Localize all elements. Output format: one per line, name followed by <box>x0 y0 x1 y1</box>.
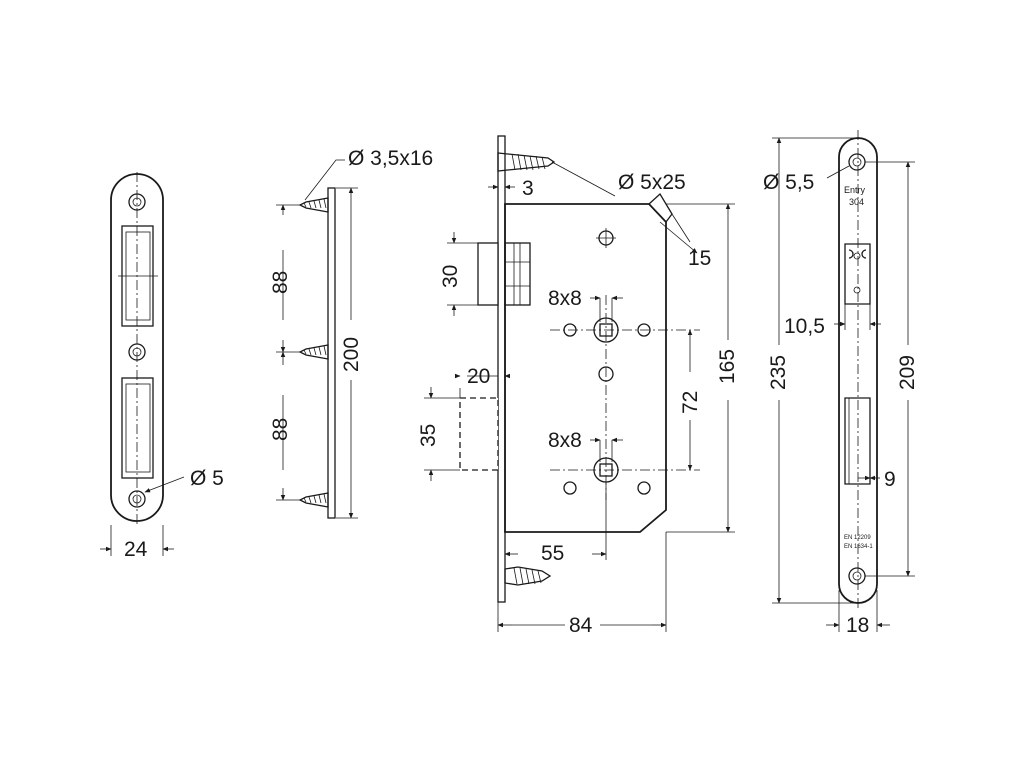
hole-spacing-label: 209 <box>896 354 919 390</box>
latch <box>477 242 499 306</box>
lock-screw-bottom <box>504 566 552 586</box>
faceplate-middle-hole <box>128 343 146 361</box>
lower-spacing-label: 88 <box>269 417 292 441</box>
face-thickness-label: 3 <box>522 177 534 200</box>
lock-screw-spec-label: Ø 5x25 <box>618 171 686 194</box>
strike-plate-view <box>772 130 915 632</box>
brand-text: Entry <box>844 185 866 195</box>
strike-top-hole <box>848 153 866 171</box>
strike-height-label: 235 <box>767 354 790 390</box>
standard-2-text: EN 1634-1 <box>844 544 873 550</box>
material-text: 304 <box>849 197 865 207</box>
upper-spindle-hub <box>593 317 619 343</box>
deadbolt <box>459 397 499 471</box>
body-depth-label: 84 <box>569 614 593 637</box>
faceplate-top-hole <box>128 193 146 211</box>
screw-plate-view <box>276 159 358 519</box>
slot-width-label: 10,5 <box>784 315 825 338</box>
upper-square-label: 8x8 <box>548 287 582 310</box>
lock-forend <box>497 135 506 603</box>
lower-spindle-square <box>599 463 613 477</box>
lock-body-view <box>424 135 735 632</box>
bolt-offset-label: 20 <box>467 365 491 388</box>
standard-1-text: EN 12209 <box>844 535 871 541</box>
case-hole-middle <box>598 366 614 382</box>
upper-spindle-square <box>599 323 613 337</box>
faceplate-hole-label: Ø 5 <box>190 467 224 490</box>
screw-middle <box>298 344 329 360</box>
latch-height-label: 30 <box>439 264 462 288</box>
strike-outline <box>838 137 878 604</box>
upper-spacing-label: 88 <box>269 270 292 294</box>
faceplate-outline <box>110 173 164 522</box>
strike-bottom-hole <box>848 567 866 585</box>
screw-spec-label: Ø 3,5x16 <box>348 147 434 170</box>
angle-tip-label: 15 <box>688 247 712 270</box>
bolt-opening <box>121 377 154 479</box>
screw-bottom <box>298 492 329 508</box>
plate-edge <box>327 187 336 519</box>
screw-top <box>298 197 329 213</box>
lock-screw-top <box>497 152 556 172</box>
faceplate-width-label: 24 <box>124 538 148 561</box>
spindle-distance-label: 72 <box>679 390 702 414</box>
bolt-height-label: 35 <box>417 423 440 447</box>
slot-depth-label: 9 <box>884 468 896 491</box>
body-height-label: 165 <box>716 348 739 384</box>
faceplate-view <box>100 172 185 556</box>
strike-hole-label: Ø 5,5 <box>763 171 815 194</box>
lower-square-label: 8x8 <box>548 429 582 452</box>
strike-width-label: 18 <box>846 614 870 637</box>
faceplate-bottom-hole <box>128 490 146 508</box>
plate-length-label: 200 <box>340 336 363 372</box>
backset-label: 55 <box>541 542 565 565</box>
